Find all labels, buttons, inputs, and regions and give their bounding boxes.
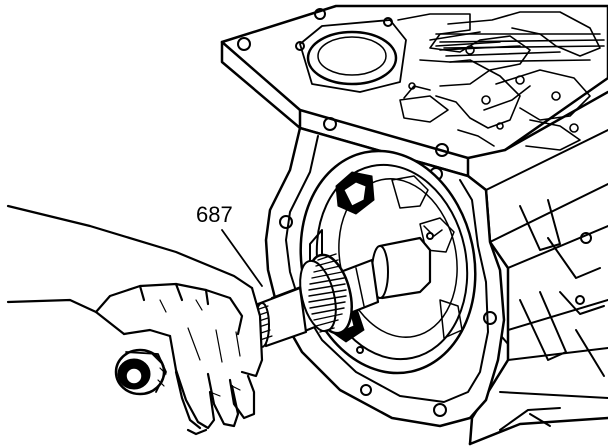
case-top-flange (220, 4, 608, 178)
flange-opening (295, 17, 407, 93)
gear-teeth (308, 253, 347, 333)
valve-body-passages (397, 11, 605, 151)
input-shaft (254, 236, 432, 348)
bearing-part (114, 348, 167, 396)
callout-label: 687 (196, 202, 233, 227)
technician-hand (6, 204, 264, 436)
callout-leader (221, 229, 263, 287)
